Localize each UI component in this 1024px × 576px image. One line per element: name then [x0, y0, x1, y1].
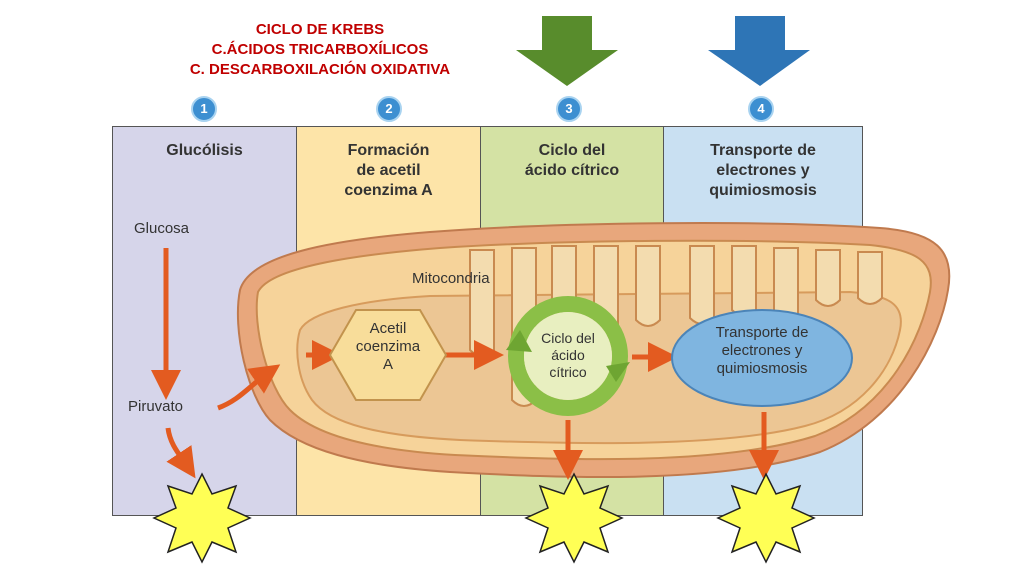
cristae	[469, 245, 883, 407]
panel-glucolisis-title: Glucólisis	[166, 142, 243, 159]
piruvato-label: Piruvato	[128, 398, 184, 415]
transporte-label: Transporte de electrones y quimiosmosis	[715, 324, 809, 377]
cycle-arrow-right	[606, 362, 630, 382]
panel-acetil-title: Formación de acetil coenzima A	[344, 142, 433, 199]
green-down-arrow	[516, 16, 618, 86]
step-1-badge: 1	[191, 96, 217, 122]
step-4-badge: 4	[748, 96, 774, 122]
flow-arrows	[151, 248, 779, 480]
step-3-badge: 3	[556, 96, 582, 122]
mitocondria-label: Mitocondria	[412, 270, 490, 287]
arrow-piruvato-burst	[165, 427, 196, 479]
acetil-coa-hexagon	[328, 309, 448, 401]
panel-transporte-title: Transporte de electrones y quimiosmosis	[709, 142, 817, 199]
citric-cycle-ring	[508, 296, 628, 416]
acetil-label: Acetil coenzima A	[355, 320, 421, 373]
energy-burst-1	[152, 472, 252, 564]
blue-down-arrow	[708, 16, 810, 86]
energy-burst-2	[524, 472, 624, 564]
arrow-piruvato-mitocondria	[217, 364, 281, 411]
title-line-1: CICLO DE KREBS	[255, 21, 385, 38]
step-2-badge: 2	[376, 96, 402, 122]
glucosa-label: Glucosa	[134, 220, 190, 237]
slide-title: CICLO DE KREBS C.ÁCIDOS TRICARBOXÍLICOS …	[100, 20, 540, 80]
panel-citrico-title: Ciclo del ácido cítrico	[524, 142, 620, 179]
transport-ellipse	[671, 309, 853, 407]
title-line-2: C.ÁCIDOS TRICARBOXÍLICOS	[211, 41, 429, 58]
cycle-arrow-left	[506, 330, 532, 352]
title-line-3: C. DESCARBOXILACIÓN OXIDATIVA	[189, 61, 451, 78]
energy-burst-3	[716, 472, 816, 564]
ciclo-label: Ciclo del ácido cítrico	[541, 330, 595, 380]
citric-cycle-center	[524, 312, 612, 400]
